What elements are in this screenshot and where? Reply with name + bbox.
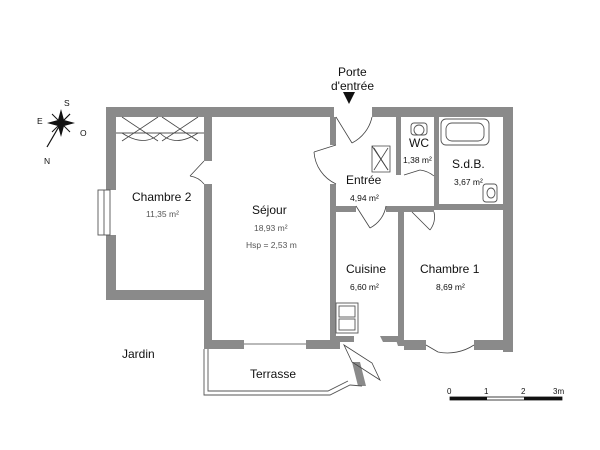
terrasse-label: Terrasse: [250, 367, 297, 381]
walls: [106, 107, 513, 386]
scale-tick-0: 0: [447, 387, 452, 396]
compass-o-label: O: [80, 128, 87, 138]
wc-area: 1,38 m²: [403, 155, 432, 165]
wall-entree-cuisine-left: [330, 206, 356, 212]
wall-corner: [396, 340, 404, 346]
scale-tick-3: 3m: [553, 387, 565, 396]
wall-cuisine-bottom: [336, 336, 354, 342]
entrance-label-line1: Porte: [338, 65, 367, 79]
wall-left-upper: [106, 107, 116, 190]
wall-wc-left: [396, 117, 401, 175]
fixtures: [335, 118, 498, 334]
wall-left-lower: [106, 235, 116, 300]
wall-cuisine-chambre1: [398, 206, 404, 346]
wall-top-right: [372, 107, 513, 117]
window-chambre2: [97, 189, 111, 236]
wc-name: WC: [409, 136, 429, 150]
chambre1-area: 8,69 m²: [436, 282, 465, 292]
compass-icon: [46, 109, 75, 148]
wall-angled-stub: [352, 362, 366, 386]
jardin-label: Jardin: [122, 347, 155, 361]
entrance-arrow-icon: [343, 92, 355, 104]
chambre1-name: Chambre 1: [420, 262, 480, 276]
sejour-height: Hsp = 2,53 m: [246, 240, 297, 250]
cuisine-name: Cuisine: [346, 262, 387, 276]
entrance-label-line2: d'entrée: [331, 79, 374, 93]
wall-sejour-left-upper: [204, 117, 212, 161]
wall-chambre2-bottom: [106, 290, 212, 300]
sdb-name: S.d.B.: [452, 157, 485, 171]
sejour-name: Séjour: [252, 203, 287, 217]
compass-n-label: N: [44, 156, 51, 166]
wall-sejour-bottom-left: [204, 340, 244, 349]
terrace-outline: [203, 349, 363, 396]
wall-right: [503, 107, 513, 352]
scale-tick-1: 1: [484, 387, 489, 396]
scale-bar: [449, 396, 563, 401]
chambre2-name: Chambre 2: [132, 190, 192, 204]
closet-chambre2: [116, 116, 204, 142]
compass-s-label: S: [64, 98, 70, 108]
doors: [189, 116, 475, 382]
wall-chambre1-bottom-left: [404, 340, 426, 350]
wall-sejour-bottom-right: [306, 340, 340, 349]
chambre2-area: 11,35 m²: [146, 209, 179, 219]
wall-sejour-left-lower: [204, 184, 212, 349]
wall-top-left: [106, 107, 334, 117]
wall-chambre1-bottom-right: [474, 340, 513, 350]
sdb-area: 3,67 m²: [454, 177, 483, 187]
entree-name: Entrée: [346, 173, 382, 187]
entree-area: 4,94 m²: [350, 193, 379, 203]
wall-sejour-cuisine: [330, 184, 336, 344]
sejour-area: 18,93 m²: [254, 223, 288, 233]
wall-entree-cuisine-right: [386, 206, 434, 212]
scale-tick-2: 2: [521, 387, 526, 396]
compass-e-label: E: [37, 116, 43, 126]
wall-cuisine-bottom-right: [380, 336, 398, 342]
wall-wc-right: [434, 117, 439, 205]
cuisine-area: 6,60 m²: [350, 282, 379, 292]
wall-sejour-entree-upper: [330, 117, 336, 145]
wall-sdb-bottom: [434, 204, 513, 210]
